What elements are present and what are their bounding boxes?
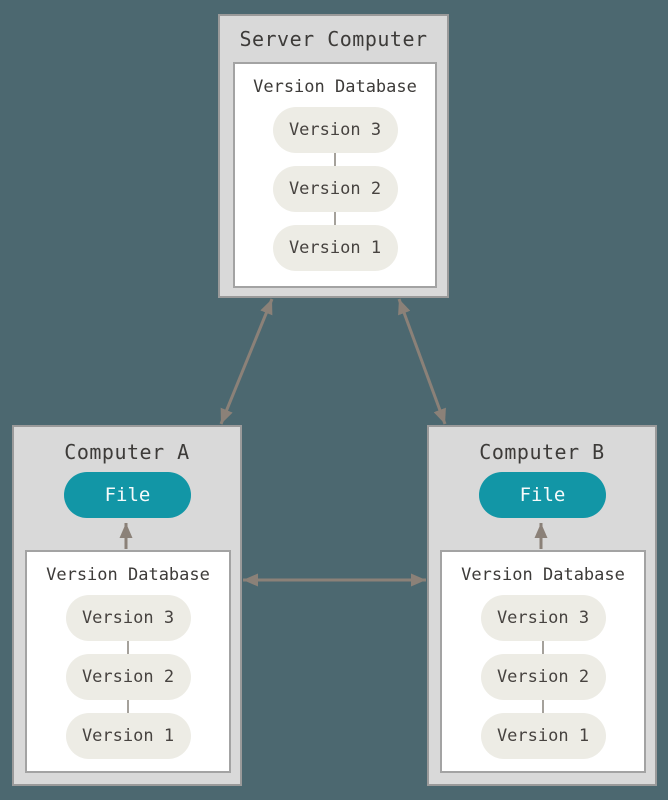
version-link-line bbox=[542, 641, 544, 654]
computer-a-box: Computer A File Version Database Version… bbox=[12, 425, 242, 786]
server-version-2-pill: Version 2 bbox=[272, 166, 398, 212]
version-link-line bbox=[127, 700, 129, 713]
server-version-database-title: Version Database bbox=[253, 77, 417, 97]
computer-a-version-2-pill: Version 2 bbox=[65, 654, 191, 700]
version-link-line bbox=[334, 212, 336, 225]
computer-a-version-1-pill: Version 1 bbox=[65, 713, 191, 759]
version-link-line bbox=[334, 153, 336, 166]
server-version-1-pill: Version 1 bbox=[272, 225, 398, 271]
computer-a-version-3-pill: Version 3 bbox=[65, 595, 191, 641]
version-link-line bbox=[542, 700, 544, 713]
computer-a-version-database-title: Version Database bbox=[46, 565, 210, 585]
computer-b-version-database-title: Version Database bbox=[461, 565, 625, 585]
computer-a-file-pill: File bbox=[64, 472, 191, 518]
version-link-line bbox=[127, 641, 129, 654]
computer-b-box: Computer B File Version Database Version… bbox=[427, 425, 657, 786]
computer-a-title: Computer A bbox=[64, 440, 190, 464]
arrow-server-to-computer-a bbox=[219, 298, 274, 425]
server-computer-box: Server Computer Version Database Version… bbox=[218, 14, 449, 298]
computer-b-version-3-pill: Version 3 bbox=[480, 595, 606, 641]
computer-b-file-pill: File bbox=[479, 472, 606, 518]
computer-b-version-2-pill: Version 2 bbox=[480, 654, 606, 700]
computer-b-title: Computer B bbox=[479, 440, 605, 464]
server-version-database-box: Version Database Version 3 Version 2 Ver… bbox=[233, 62, 437, 288]
arrow-server-to-computer-b bbox=[397, 298, 447, 425]
computer-a-version-database-box: Version Database Version 3 Version 2 Ver… bbox=[25, 550, 231, 773]
computer-b-version-database-box: Version Database Version 3 Version 2 Ver… bbox=[440, 550, 646, 773]
server-computer-title: Server Computer bbox=[239, 27, 428, 51]
server-version-3-pill: Version 3 bbox=[272, 107, 398, 153]
computer-b-version-1-pill: Version 1 bbox=[480, 713, 606, 759]
